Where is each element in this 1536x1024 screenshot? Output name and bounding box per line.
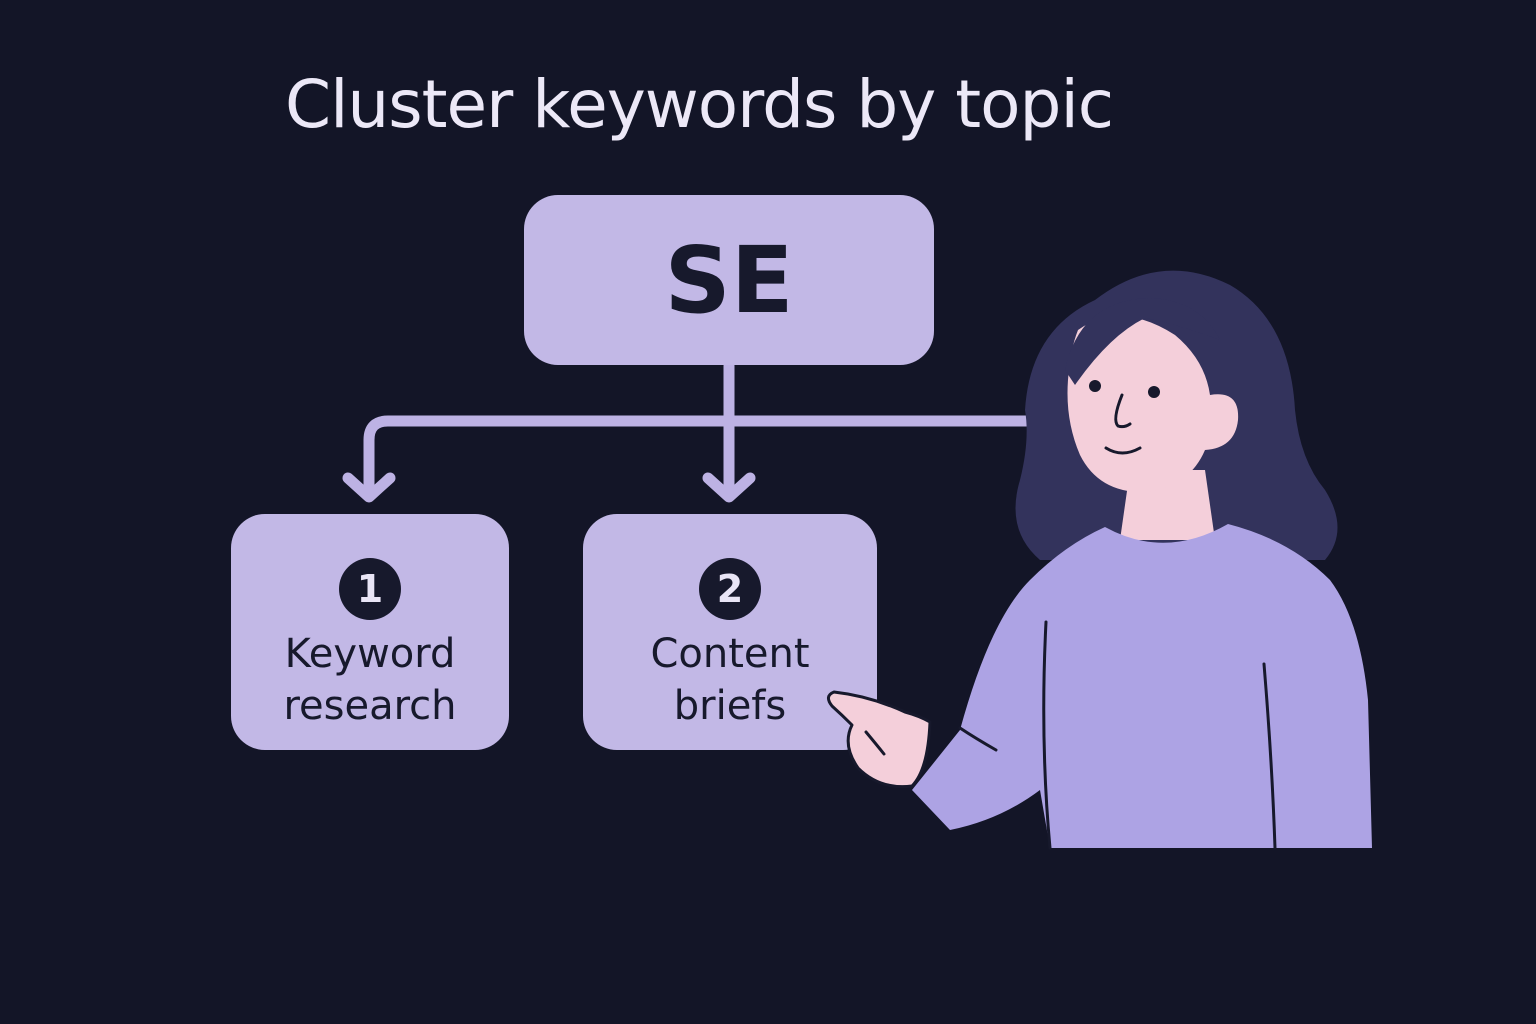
pointing-hand (827, 690, 932, 789)
page-title: Cluster keywords by topic (285, 66, 1114, 143)
step-number-badge: 1 (339, 558, 401, 620)
root-node: SE (524, 195, 934, 365)
child-label-line-2: briefs (673, 683, 787, 729)
child-node-content-briefs: 2 Content briefs (583, 514, 877, 750)
shirt-fold-right (1262, 662, 1277, 850)
child-node-label: Content briefs (650, 628, 809, 732)
arrowhead-2 (702, 472, 756, 503)
hair-fringe (1065, 298, 1220, 385)
root-node-label: SE (664, 226, 794, 334)
face (1067, 316, 1239, 493)
arrowhead-1 (342, 472, 396, 503)
step-number-badge: 2 (699, 558, 761, 620)
mouth (1104, 446, 1142, 455)
nose (1114, 393, 1132, 429)
thumb-line (864, 730, 886, 756)
shirt (912, 524, 1372, 848)
right-eye (1148, 386, 1160, 398)
child-node-keyword-research: 1 Keyword research (231, 514, 509, 750)
child-label-line-1: Keyword (284, 631, 456, 677)
shirt-fold-left (1042, 620, 1052, 850)
child-label-line-1: Content (650, 631, 810, 677)
child-label-line-2: research (283, 683, 457, 729)
left-eye (1089, 380, 1101, 392)
child-node-label: Keyword research (283, 628, 456, 732)
sleeve-line (958, 726, 998, 752)
connector-horizontal (363, 415, 1036, 496)
